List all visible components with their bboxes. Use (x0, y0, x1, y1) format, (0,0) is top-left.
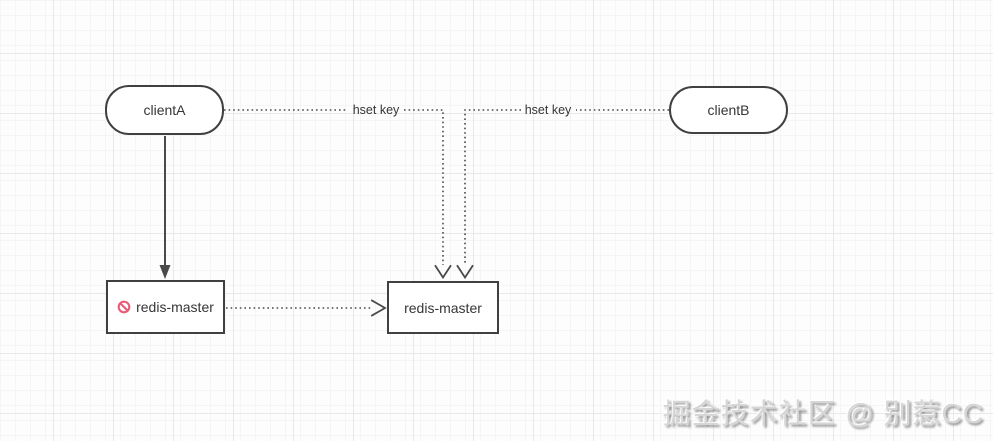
edge-clientb-hset-segment (464, 109, 521, 265)
node-clienta[interactable]: clientA (105, 85, 224, 135)
watermark: 掘金技术社区 @ 别惹CC (662, 398, 984, 429)
node-clienta-label: clientA (143, 102, 186, 118)
node-redis-master-new-label: redis-master (404, 299, 482, 316)
edge-label-hset-a[interactable]: hset key (352, 103, 400, 117)
arrowhead (434, 264, 452, 280)
node-redis-master-old[interactable]: redis-master (106, 280, 225, 334)
node-clientb-label: clientB (707, 102, 750, 118)
prohibited-icon (117, 300, 131, 314)
arrowhead (159, 265, 171, 279)
edge-label-hset-b[interactable]: hset key (524, 103, 572, 117)
arrowhead (456, 264, 474, 280)
node-clientb[interactable]: clientB (669, 86, 788, 134)
arrowhead (370, 299, 387, 317)
node-redis-master-new[interactable]: redis-master (387, 281, 499, 334)
node-redis-master-old-label: redis-master (136, 299, 214, 315)
edge-clienta-hset-segment (404, 109, 444, 265)
